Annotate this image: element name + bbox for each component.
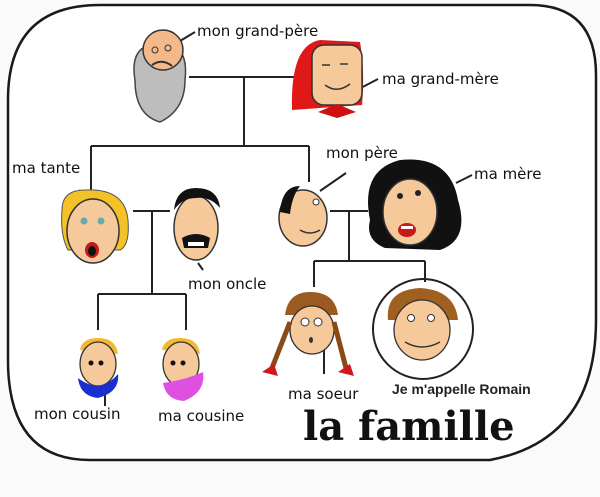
- mother-face: [368, 159, 462, 250]
- cousin-m-face: [78, 338, 119, 398]
- label-father: mon père: [326, 144, 398, 162]
- label-cousin-m: mon cousin: [34, 405, 121, 423]
- grandmother-face: [291, 40, 364, 118]
- label-uncle: mon oncle: [188, 275, 267, 293]
- diagram-title: la famille: [303, 403, 515, 450]
- grandfather-face: [133, 29, 187, 123]
- father-face: [278, 186, 328, 247]
- label-me: Je m'appelle Romain: [392, 381, 531, 397]
- aunt-face: [61, 189, 129, 264]
- label-aunt: ma tante: [12, 159, 81, 177]
- cousin-f-face: [162, 338, 204, 401]
- label-sister: ma soeur: [288, 385, 359, 403]
- label-mother: ma mère: [474, 165, 542, 183]
- uncle-face: [173, 188, 220, 261]
- me-face: [387, 288, 458, 361]
- tree-lines: [78, 31, 473, 406]
- label-cousin-f: ma cousine: [158, 407, 245, 425]
- label-grandmother: ma grand-mère: [382, 70, 499, 88]
- me-circle: [372, 278, 474, 380]
- label-grandfather: mon grand-père: [197, 22, 319, 40]
- sister-face: [262, 292, 354, 376]
